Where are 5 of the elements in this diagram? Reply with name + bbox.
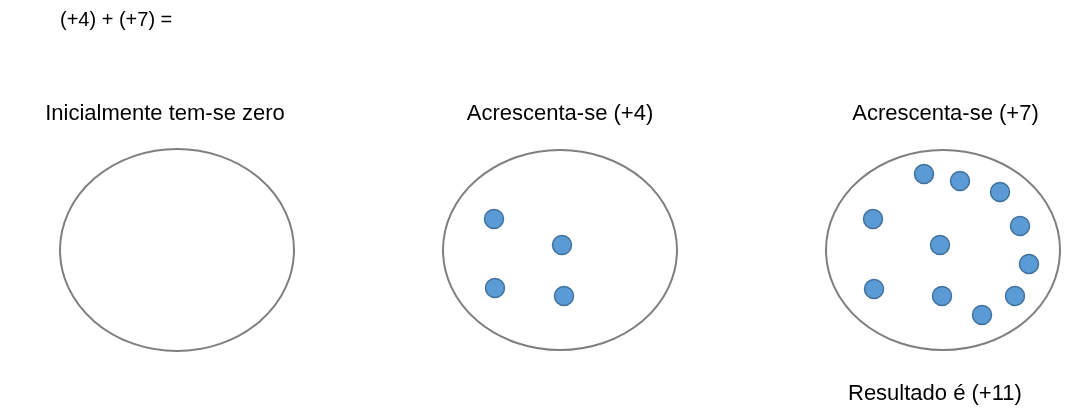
set-heading: Acrescenta-se (+7) (851, 100, 1040, 126)
equation-title: (+4) + (+7) = (60, 8, 173, 31)
set-heading: Inicialmente tem-se zero (44, 100, 286, 126)
set-heading: Acrescenta-se (+4) (465, 100, 655, 126)
result-text: Resultado é (+11) (848, 380, 1022, 406)
